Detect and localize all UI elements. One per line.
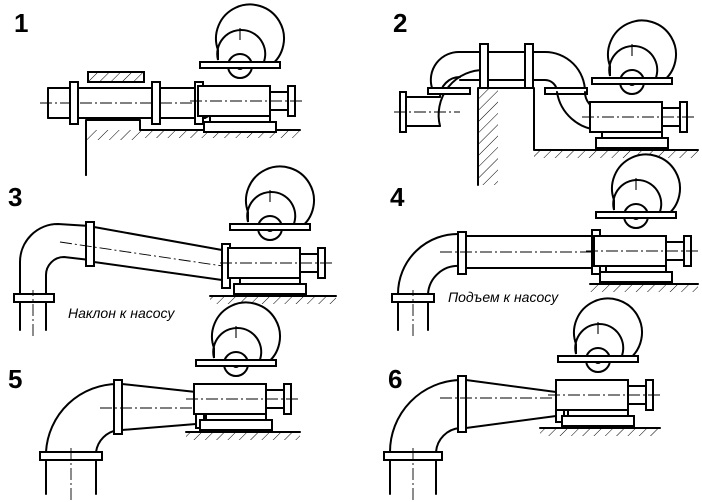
panel-5: 5 (8, 301, 301, 500)
panel-1: 1 (14, 3, 303, 176)
panel-number: 1 (14, 8, 28, 38)
panel-6: 6 (383, 297, 661, 500)
panel-number: 3 (8, 182, 22, 212)
panel-number: 2 (393, 8, 407, 38)
panel-4: 4 Подъем к насосу (390, 153, 699, 336)
panel-2: 2 (393, 8, 699, 186)
panel-3: 3 Наклон к насосу (8, 165, 337, 336)
panel-number: 6 (388, 364, 402, 394)
panel-caption: Подъем к насосу (448, 289, 559, 305)
panel-number: 4 (390, 182, 405, 212)
panel-number: 5 (8, 364, 22, 394)
panel-caption: Наклон к насосу (68, 305, 175, 321)
